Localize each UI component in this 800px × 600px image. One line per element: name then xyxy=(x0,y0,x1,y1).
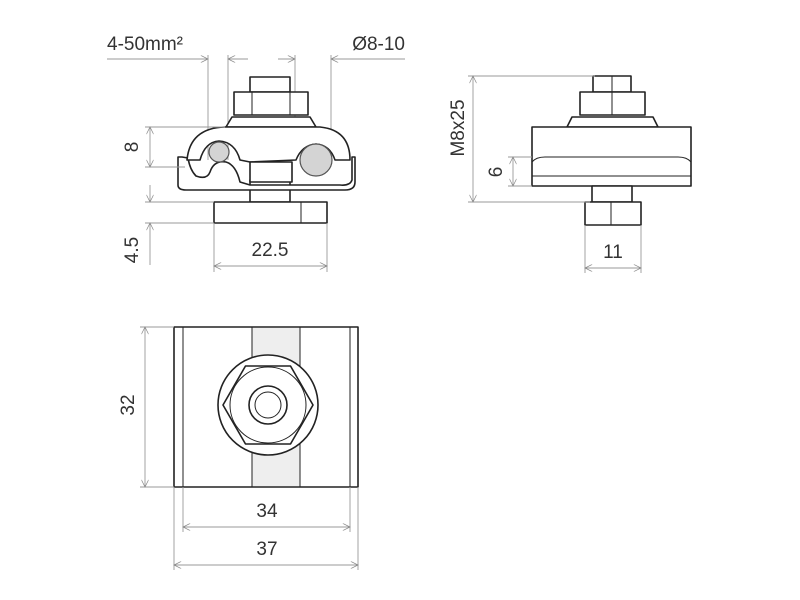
base-width-dimension: 22.5 xyxy=(214,223,327,272)
inner-width-label: 34 xyxy=(256,501,278,522)
height-dimension: 8 xyxy=(122,127,225,167)
outer-width-label: 37 xyxy=(256,539,277,560)
washer xyxy=(566,116,659,128)
large-conductor xyxy=(299,143,333,177)
bolt-thread xyxy=(249,76,291,93)
small-conductor xyxy=(208,141,230,163)
bolt-label: M8x25 xyxy=(448,99,469,156)
front-view: 4-50mm² Ø8-10 8 xyxy=(107,34,405,272)
top-view: 32 34 37 xyxy=(118,327,358,570)
diameter-label: Ø8-10 xyxy=(352,34,405,55)
base-thickness-label: 4.5 xyxy=(122,237,143,263)
base-width-label: 22.5 xyxy=(252,240,289,261)
washer xyxy=(225,116,317,128)
side-view: M8x25 6 11 xyxy=(448,76,692,273)
depth-dimension: 32 xyxy=(118,327,174,487)
base-nut xyxy=(584,201,642,226)
nut-width-label: 11 xyxy=(603,242,623,263)
nut-width-dimension: 11 xyxy=(585,225,641,273)
bolt-dimension: M8x25 xyxy=(448,76,595,202)
block-height-label: 6 xyxy=(486,167,507,178)
saddle-plate xyxy=(177,156,356,191)
block-height-dimension: 6 xyxy=(486,157,532,186)
clamp-front xyxy=(177,76,356,224)
bolt-stem xyxy=(249,179,291,203)
base-thickness-dimension: 4.5 xyxy=(122,185,214,265)
depth-label: 32 xyxy=(118,394,139,415)
bolt-stem xyxy=(591,185,633,203)
height-label: 8 xyxy=(122,142,143,153)
base-plate xyxy=(213,201,328,224)
cross-section-label: 4-50mm² xyxy=(107,34,183,55)
outer-width-dimension: 37 xyxy=(174,487,358,570)
cross-section-dimension: 4-50mm² xyxy=(107,34,248,160)
nut xyxy=(233,91,309,116)
clamp-core xyxy=(249,161,293,183)
inner-width-dimension: 34 xyxy=(183,487,350,532)
